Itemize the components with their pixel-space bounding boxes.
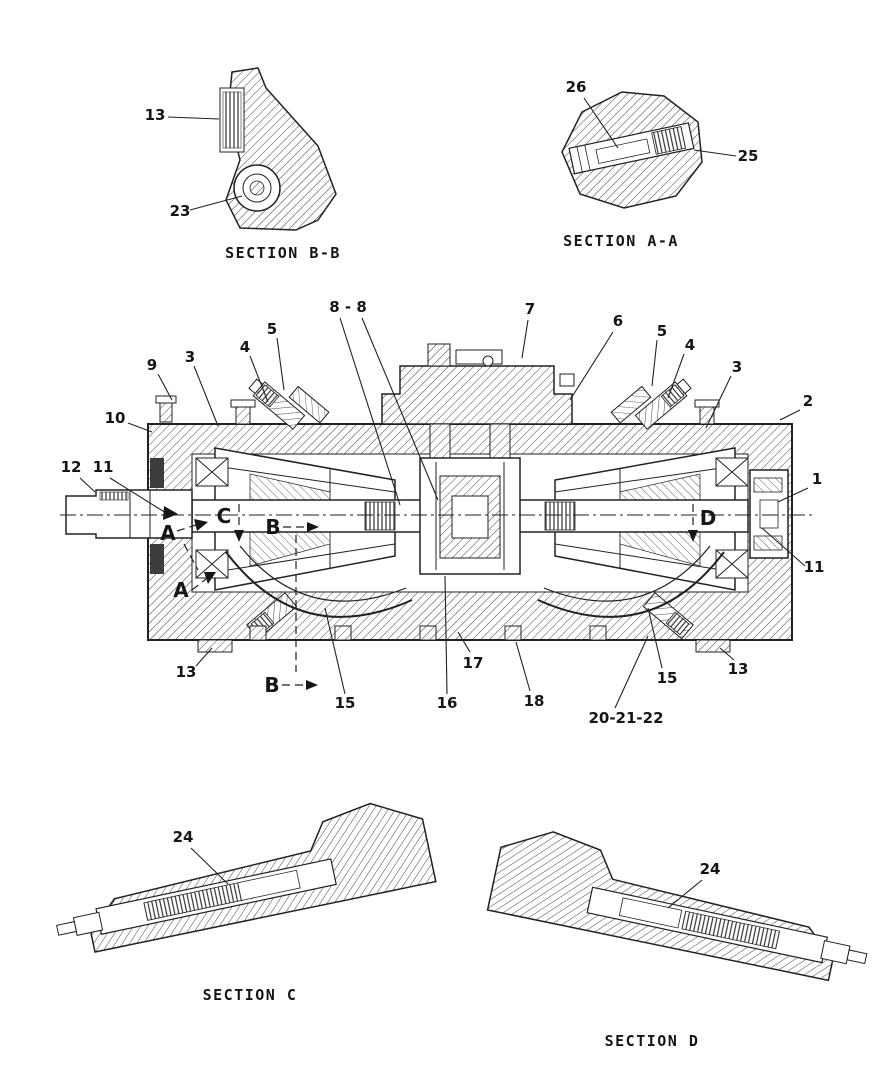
- callout-4-right: 4: [685, 336, 695, 354]
- bearing-bottom-left: [195, 549, 229, 579]
- leader-lines: [167, 116, 243, 211]
- valve-spool: [455, 349, 503, 365]
- section-bb-title: SECTION B-B: [225, 244, 341, 262]
- callout-13-right: 13: [728, 660, 749, 678]
- cut-letter-b-lower: B: [264, 673, 279, 697]
- cut-letter-a-upper: A: [160, 521, 176, 545]
- center-section: [419, 423, 521, 575]
- callout-11-right: 11: [804, 558, 825, 576]
- control-body: [90, 802, 437, 953]
- section-aa-title: SECTION A-A: [563, 232, 679, 250]
- callout-16: 16: [437, 694, 458, 712]
- callout-7: 7: [525, 300, 535, 318]
- callout-2: 2: [803, 392, 813, 410]
- section-bb-drawing: 13 23 SECTION B-B: [145, 67, 341, 262]
- callout-5-left: 5: [267, 320, 277, 338]
- bolt-3-left: [230, 399, 256, 425]
- bearing-top-left: [195, 457, 229, 487]
- bearing-bottom-right: [715, 549, 749, 579]
- leader-line: [667, 879, 703, 909]
- callout-25-aa: 25: [738, 147, 759, 165]
- valve-port: [482, 355, 494, 367]
- callout-15-left: 15: [335, 694, 356, 712]
- valve-block: [381, 365, 573, 425]
- callout-24-d: 24: [700, 860, 721, 878]
- callout-3-right: 3: [732, 358, 742, 376]
- cut-letter-d: D: [700, 506, 717, 530]
- callout-5-right: 5: [657, 322, 667, 340]
- plug-tip: [846, 949, 868, 965]
- callout-13-bb: 13: [145, 106, 166, 124]
- bolt-9: [155, 395, 177, 423]
- bearing-cover: [749, 469, 789, 559]
- input-shaft: [65, 489, 193, 539]
- swash-yoke-right: [537, 551, 725, 618]
- seal-lower: [150, 544, 164, 574]
- swash-yoke-left: [225, 551, 413, 618]
- callout-6: 6: [613, 312, 623, 330]
- callout-23-bb: 23: [170, 202, 191, 220]
- shaft-spline-left: [364, 501, 396, 531]
- callout-11-left: 11: [93, 458, 114, 476]
- section-c-drawing: 24 SECTION C: [56, 802, 437, 1004]
- callout-10: 10: [105, 409, 126, 427]
- callout-8-8: 8 - 8: [329, 298, 367, 316]
- callout-17: 17: [463, 654, 484, 672]
- piston: [237, 869, 301, 901]
- shaft-spline-right: [544, 501, 576, 531]
- callout-15-right: 15: [657, 669, 678, 687]
- control-body: [486, 831, 834, 982]
- bolt-head: [249, 180, 265, 196]
- callout-3-left: 3: [185, 348, 195, 366]
- callout-1: 1: [812, 470, 822, 488]
- plug-top-right: [610, 385, 652, 424]
- callout-4-left: 4: [240, 338, 250, 356]
- leader-line: [190, 847, 229, 885]
- callout-20-21-22: 20-21-22: [588, 709, 663, 727]
- cut-letter-a-lower: A: [173, 578, 189, 602]
- leader-lines: [79, 317, 809, 709]
- callout-24-c: 24: [173, 828, 194, 846]
- callout-12: 12: [61, 458, 82, 476]
- plug-tip: [56, 921, 77, 936]
- bearing-top-right: [715, 457, 749, 487]
- piston: [618, 897, 683, 929]
- leader-lines: [583, 97, 737, 157]
- section-d-drawing: 24 SECTION D: [486, 831, 868, 1050]
- section-d-title: SECTION D: [605, 1032, 700, 1050]
- swash-yoke-right-inner: [543, 545, 711, 602]
- section-aa-drawing: 26 25 SECTION A-A: [561, 78, 759, 250]
- seal-upper: [150, 458, 164, 488]
- cut-letter-c: C: [217, 504, 232, 528]
- gauge-port: [559, 373, 575, 387]
- cut-plane-indicators: [176, 504, 698, 690]
- fitting-bottom-right: [642, 592, 694, 640]
- callout-26-aa: 26: [566, 78, 587, 96]
- spring: [681, 910, 781, 950]
- valve-fitting: [427, 343, 451, 367]
- bolt-3-right: [694, 399, 720, 425]
- fitting-top-right: [634, 378, 692, 430]
- callout-18: 18: [524, 692, 545, 710]
- relief-valve: [568, 122, 695, 175]
- spring-pack: [222, 91, 242, 149]
- plug-top-left: [288, 385, 330, 424]
- callout-13-left: 13: [176, 663, 197, 681]
- callout-9: 9: [147, 356, 157, 374]
- section-c-title: SECTION C: [203, 986, 298, 1004]
- main-cross-section-drawing: 9 10 3 4 5 8 - 8 7 6 5 4 3 2 12 11 1 11 …: [60, 298, 824, 727]
- swash-yoke-left-inner: [239, 545, 407, 602]
- cut-letter-b-upper: B: [265, 515, 280, 539]
